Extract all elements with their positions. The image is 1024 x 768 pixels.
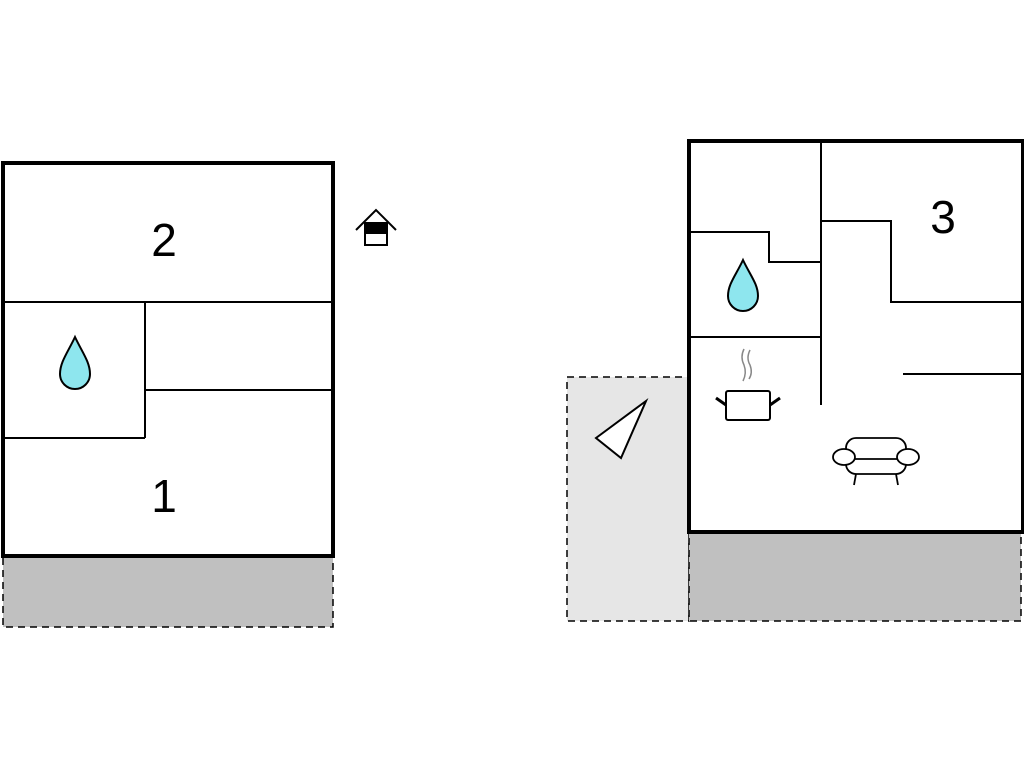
left-building: 2 1 (1, 161, 335, 628)
kitchen-pot-icon (715, 348, 781, 421)
right-building: 3 (566, 139, 1024, 622)
room-label-2: 2 (151, 214, 177, 266)
room-label-1: 1 (151, 470, 177, 522)
terrace-right (688, 532, 1022, 622)
outer-wall-left (1, 161, 335, 558)
entrance-icon (355, 208, 397, 246)
terrace-left (2, 556, 334, 628)
interior-walls-right (689, 141, 1021, 405)
compass-icon (594, 397, 649, 460)
sofa-icon (832, 437, 920, 486)
water-drop-icon (726, 257, 760, 312)
room-label-3: 3 (930, 191, 956, 243)
water-drop-icon (58, 334, 92, 390)
interior-walls-left (3, 301, 333, 439)
